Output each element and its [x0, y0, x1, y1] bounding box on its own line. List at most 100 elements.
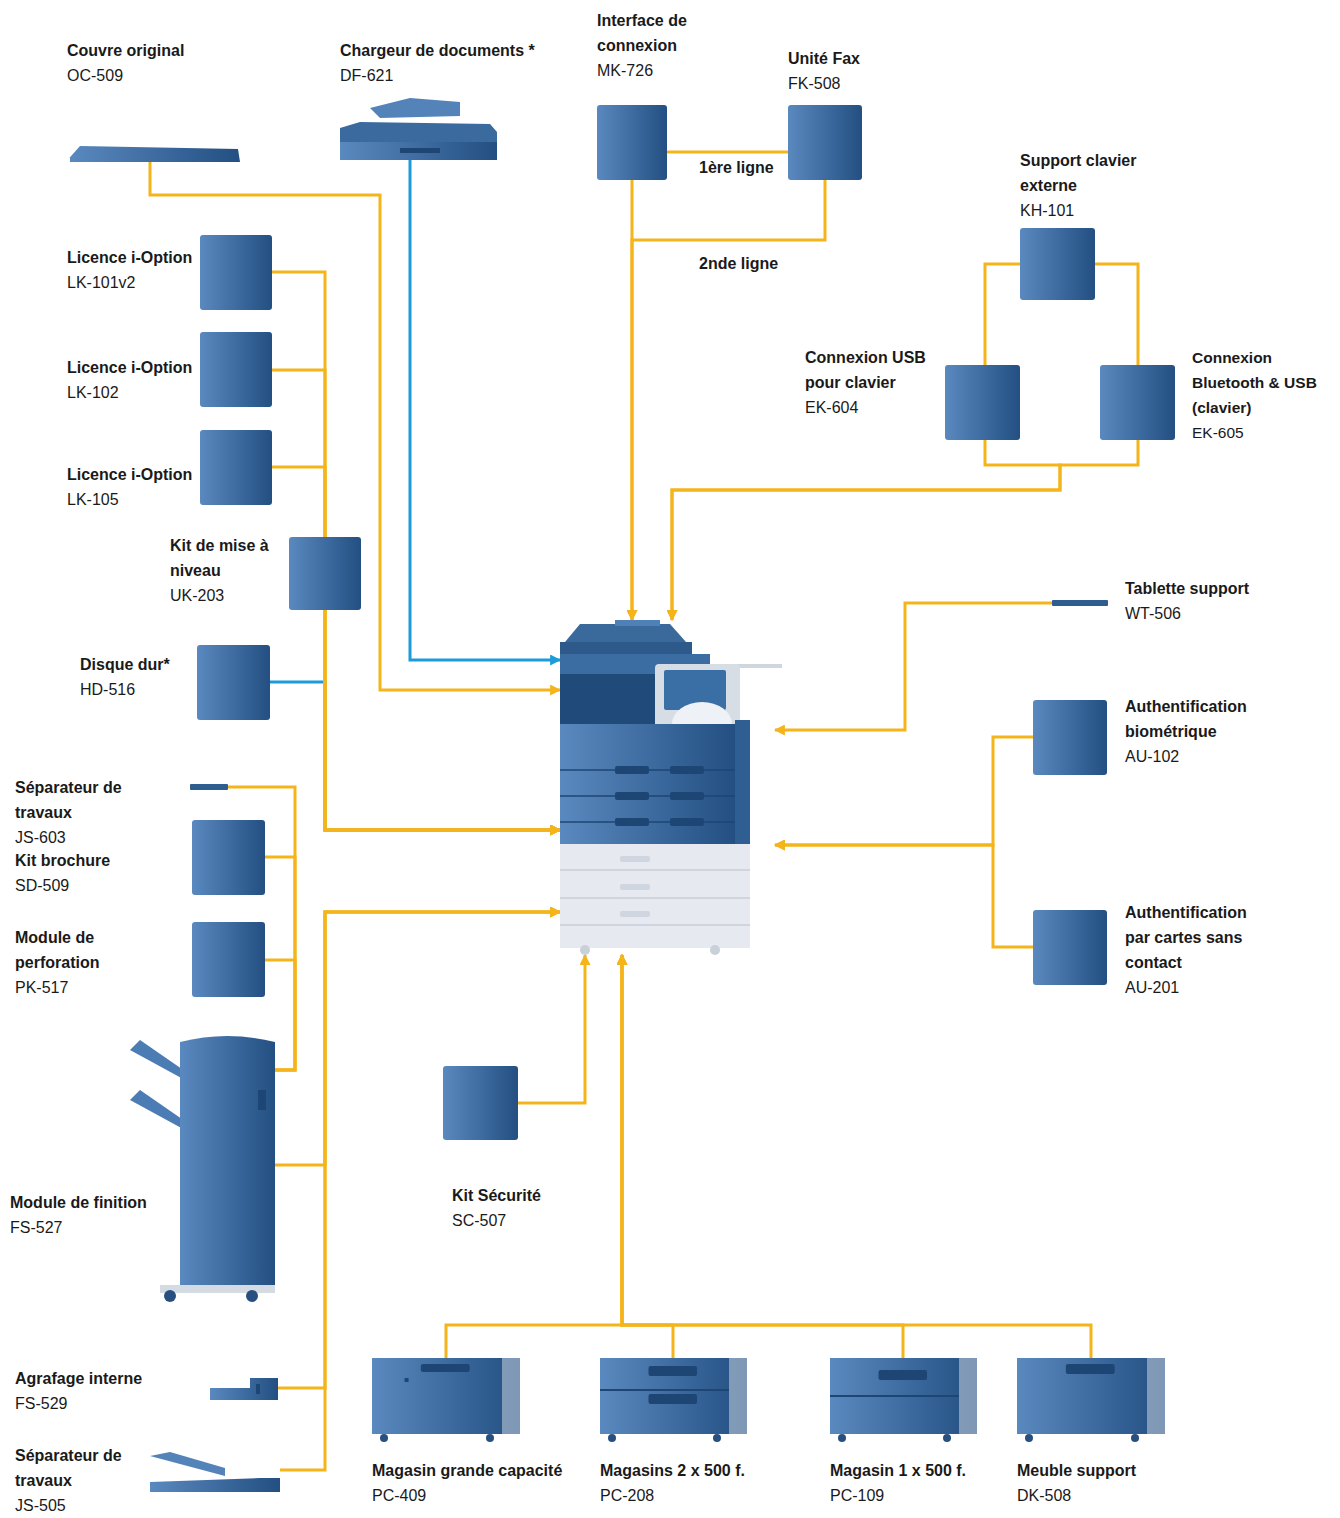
option-box: Licence i-OptionLK-105 — [200, 430, 272, 505]
part-number: LK-105 — [67, 487, 197, 512]
option-label: Magasin grande capacitéPC-409 — [372, 1458, 592, 1508]
option-illustration — [830, 1358, 977, 1442]
connector-line — [272, 272, 560, 830]
option-box: Connexion Bluetooth & USB (clavier)EK-60… — [1100, 365, 1175, 440]
option-box: Unité FaxFK-508 — [788, 105, 862, 180]
option-box: Meuble supportDK-508 — [1017, 1358, 1165, 1442]
part-number: FK-508 — [788, 71, 908, 96]
option-illustration — [200, 332, 272, 407]
connector-line — [622, 955, 1091, 1358]
option-box: Connexion USB pour clavierEK-604 — [945, 365, 1020, 440]
option-label: Magasin 1 x 500 f.PC-109 — [830, 1458, 1010, 1508]
connector-line — [272, 467, 560, 830]
option-label: Tablette supportWT-506 — [1125, 576, 1275, 626]
option-box: Chargeur de documents *DF-621 — [340, 98, 497, 160]
connector-line — [622, 955, 903, 1358]
option-illustration — [1020, 228, 1095, 300]
option-label: Support clavier externeKH-101 — [1020, 148, 1170, 223]
part-number: AU-201 — [1125, 975, 1275, 1000]
option-label: Unité FaxFK-508 — [788, 46, 908, 96]
option-illustration — [70, 146, 240, 162]
option-label: Connexion USB pour clavierEK-604 — [805, 345, 940, 420]
line-label: 2nde ligne — [696, 254, 781, 274]
option-box: Magasins 2 x 500 f.PC-208 — [600, 1358, 747, 1442]
part-number: LK-102 — [67, 380, 197, 405]
option-label: Magasins 2 x 500 f.PC-208 — [600, 1458, 810, 1508]
option-label: Séparateur de travauxJS-603 — [15, 775, 150, 850]
option-illustration — [340, 98, 497, 160]
option-name: Disque dur* — [80, 652, 195, 677]
connector-line — [775, 845, 1033, 947]
connector-line — [278, 912, 560, 1388]
connector-line — [446, 955, 622, 1358]
option-box: Séparateur de travauxJS-505 — [150, 1452, 280, 1492]
option-name: Chargeur de documents * — [340, 38, 570, 63]
option-label: Kit brochureSD-509 — [15, 848, 185, 898]
option-illustration — [192, 922, 265, 997]
option-label: Module de perforationPK-517 — [15, 925, 140, 1000]
copier-machine — [560, 620, 775, 955]
option-box: Kit brochureSD-509 — [192, 820, 265, 895]
option-name: Unité Fax — [788, 46, 908, 71]
option-illustration — [560, 620, 775, 955]
part-number: WT-506 — [1125, 601, 1275, 626]
option-name: Meuble support — [1017, 1458, 1187, 1483]
option-illustration — [1033, 700, 1107, 775]
connector-line — [672, 440, 1138, 620]
part-number: FS-527 — [10, 1215, 178, 1240]
option-box: Licence i-OptionLK-101v2 — [200, 235, 272, 310]
option-name: Licence i-Option — [67, 462, 197, 487]
connector-line — [632, 180, 825, 620]
part-number: EK-604 — [805, 395, 940, 420]
option-illustration — [200, 430, 272, 505]
line-label: 1ère ligne — [696, 158, 777, 178]
option-label: Licence i-OptionLK-101v2 — [67, 245, 197, 295]
option-name: Module de perforation — [15, 925, 140, 975]
connector-line — [325, 610, 560, 830]
connector-line — [265, 857, 295, 1070]
connector-line — [985, 264, 1020, 365]
option-name: Connexion Bluetooth & USB (clavier) — [1192, 345, 1338, 420]
part-number: OC-509 — [67, 63, 267, 88]
option-box: Module de perforationPK-517 — [192, 922, 265, 997]
option-illustration — [1017, 1358, 1165, 1442]
option-name: Connexion USB pour clavier — [805, 345, 940, 395]
option-illustration — [192, 820, 265, 895]
connector-line — [410, 160, 560, 660]
part-number: PK-517 — [15, 975, 140, 1000]
connector-line — [622, 955, 673, 1358]
option-name: Kit brochure — [15, 848, 185, 873]
option-box: Couvre originalOC-509 — [70, 146, 240, 162]
part-number: PC-409 — [372, 1483, 592, 1508]
option-label: Kit de mise à niveauUK-203 — [170, 533, 284, 608]
option-illustration — [1052, 600, 1108, 606]
connector-line — [672, 440, 1060, 620]
option-label: Interface de connexionMK-726 — [597, 8, 727, 83]
option-box: Tablette supportWT-506 — [1052, 600, 1108, 606]
option-illustration — [190, 784, 228, 790]
option-box: Magasin grande capacitéPC-409 — [372, 1358, 520, 1442]
part-number: KH-101 — [1020, 198, 1170, 223]
part-number: AU-102 — [1125, 744, 1275, 769]
part-number: DF-621 — [340, 63, 570, 88]
option-name: Séparateur de travaux — [15, 1443, 145, 1493]
option-box: Support clavier externeKH-101 — [1020, 228, 1095, 300]
option-box: Authentification par cartes sans contact… — [1033, 910, 1107, 985]
connector-line — [275, 912, 560, 1165]
connector-line — [775, 603, 1052, 730]
connector-line — [150, 162, 560, 690]
option-illustration — [600, 1358, 747, 1442]
connector-line — [518, 955, 585, 1103]
option-label: Meuble supportDK-508 — [1017, 1458, 1187, 1508]
option-name: Support clavier externe — [1020, 148, 1170, 198]
option-label: Connexion Bluetooth & USB (clavier)EK-60… — [1192, 345, 1338, 445]
option-name: Séparateur de travaux — [15, 775, 150, 825]
option-label: Licence i-OptionLK-102 — [67, 355, 197, 405]
option-illustration — [1100, 365, 1175, 440]
connector-line — [775, 737, 1033, 845]
option-box: Magasin 1 x 500 f.PC-109 — [830, 1358, 977, 1442]
option-box: Kit de mise à niveauUK-203 — [289, 537, 361, 610]
option-illustration — [1033, 910, 1107, 985]
part-number: JS-505 — [15, 1493, 145, 1518]
